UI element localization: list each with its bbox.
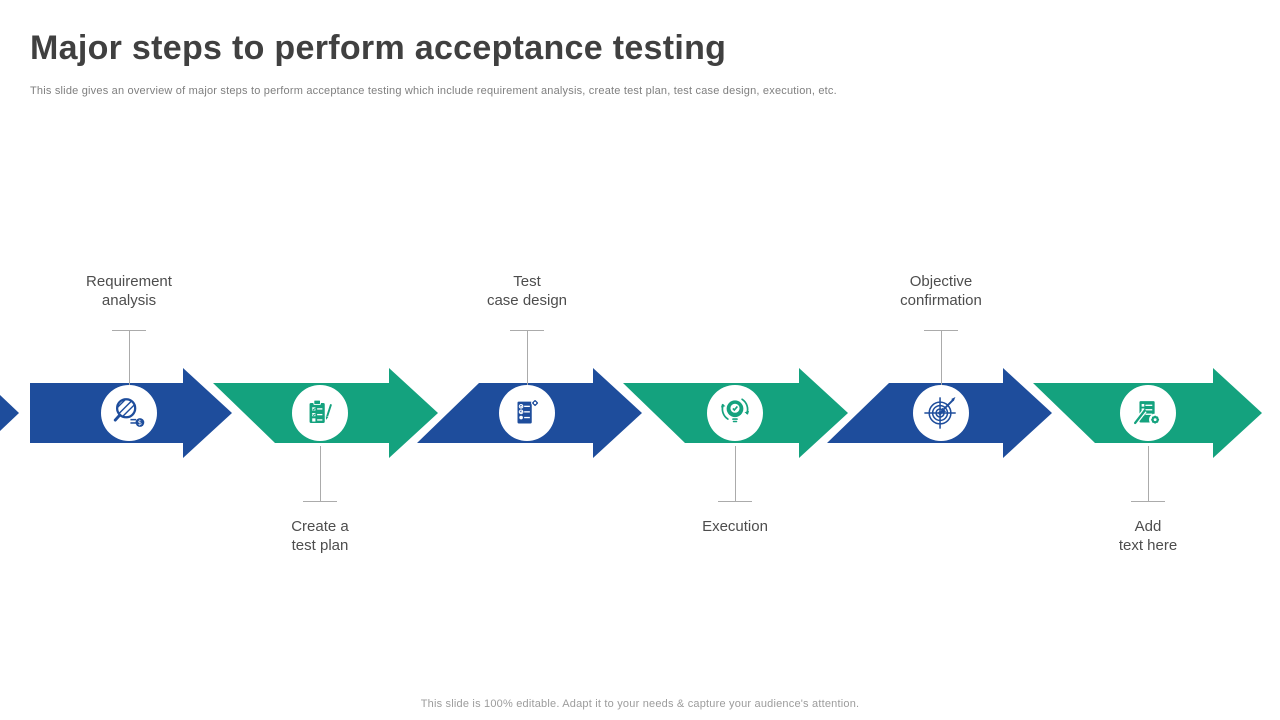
connector-tick (510, 330, 544, 331)
step-label[interactable]: Objective confirmation (900, 273, 982, 309)
step-label[interactable]: Requirement analysis (86, 273, 172, 309)
connector-line (129, 331, 130, 386)
edge-arrow-fragment (0, 395, 19, 431)
connector-tick (924, 330, 958, 331)
icon-circle (292, 385, 348, 441)
clipboard-pencil-icon (309, 399, 333, 423)
step-label[interactable]: Test case design (486, 273, 568, 309)
slide-subtitle: This slide gives an overview of major st… (30, 85, 837, 97)
connector-tick (1131, 501, 1165, 502)
connector-tick (303, 501, 337, 502)
footer-note: This slide is 100% editable. Adapt it to… (420, 698, 860, 710)
step-label[interactable]: Execution (702, 518, 768, 535)
icon-circle (1120, 385, 1176, 441)
icon-circle (707, 385, 763, 441)
checklist-gear-icon (517, 399, 540, 424)
document-gear-icon (1133, 401, 1162, 426)
connector-line (735, 446, 736, 501)
connector-line (941, 331, 942, 386)
connector-tick (112, 330, 146, 331)
connector-line (1148, 446, 1149, 501)
magnifier-analysis-icon: $ (113, 398, 145, 427)
icon-circle (499, 385, 555, 441)
connector-tick (718, 501, 752, 502)
step-label[interactable]: Add text here (1118, 518, 1178, 554)
icon-circle: $ (101, 385, 157, 441)
page-title: Major steps to perform acceptance testin… (30, 29, 727, 67)
lightbulb-check-icon (720, 398, 750, 423)
step-label[interactable]: Create a test plan (291, 518, 349, 554)
target-arrow-icon (924, 397, 956, 429)
connector-line (320, 446, 321, 501)
connector-line (527, 331, 528, 386)
svg-text:$: $ (138, 419, 142, 427)
icon-circle (913, 385, 969, 441)
